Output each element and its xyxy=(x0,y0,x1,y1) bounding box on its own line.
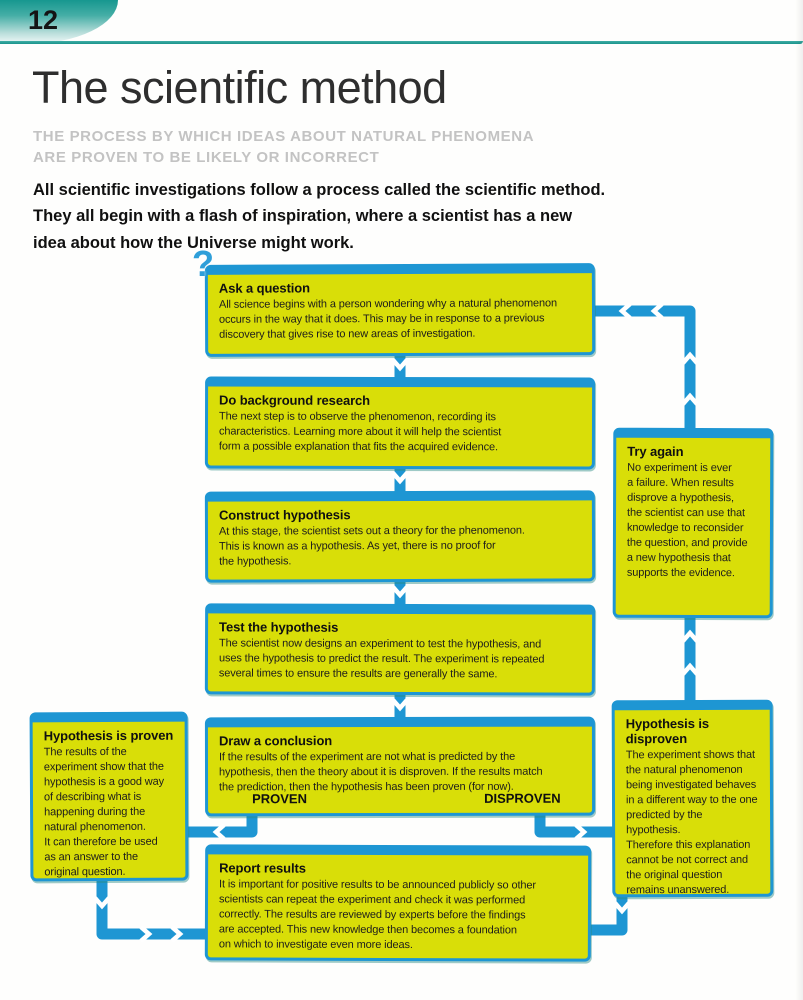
flow-box-hypothesis-is-proven: Hypothesis is proven The results of the … xyxy=(29,711,189,882)
flow-box-body: The scientist now designs an experiment … xyxy=(218,637,545,681)
flow-box-title: Hypothesis is disproven xyxy=(625,715,709,747)
intro-paragraph: All scientific investigations follow a p… xyxy=(33,181,606,252)
flow-box-body: At this stage, the scientist sets out a … xyxy=(218,524,525,568)
flow-box-title: Report results xyxy=(219,860,306,876)
disproven-label: DISPROVEN xyxy=(484,790,561,806)
flow-box-title: Construct hypothesis xyxy=(218,507,351,523)
flow-box-body: All science begins with a person wonderi… xyxy=(218,297,558,341)
flow-box-draw-a-conclusion: Draw a conclusion If the results of the … xyxy=(204,716,596,817)
flow-box-construct-hypothesis: Construct hypothesis At this stage, the … xyxy=(204,490,596,583)
flow-box-title: Do background research xyxy=(219,392,371,408)
proven-label: PROVEN xyxy=(252,791,307,807)
flow-box-test-the-hypothesis: Test the hypothesis The scientist now de… xyxy=(204,603,596,696)
flow-box-title: Hypothesis is proven xyxy=(43,727,174,744)
page-title: The scientific method xyxy=(32,62,447,113)
flow-box-body: The experiment shows that the natural ph… xyxy=(625,748,758,896)
flow-box-do-background-research: Do background research The next step is … xyxy=(204,376,596,470)
flow-box-hypothesis-is-disproven: Hypothesis is disproven The experiment s… xyxy=(611,699,774,898)
flow-box-body: It is important for positive results to … xyxy=(218,878,536,951)
flow-box-body: If the results of the experiment are not… xyxy=(218,750,543,794)
page-edge-shadow xyxy=(795,0,803,1000)
flow-box-title: Draw a conclusion xyxy=(218,733,333,749)
flow-box-body: No experiment is ever a failure. When re… xyxy=(626,461,748,579)
page-number-tab: 12 xyxy=(0,0,118,44)
flow-box-ask-a-question: Ask a question All science begins with a… xyxy=(204,263,596,357)
flow-box-title: Ask a question xyxy=(218,280,311,296)
question-mark-icon: ? xyxy=(192,243,214,284)
page-number: 12 xyxy=(28,5,59,35)
header-rule xyxy=(0,41,803,44)
flow-box-body: The next step is to observe the phenomen… xyxy=(218,410,502,454)
flow-box-title: Test the hypothesis xyxy=(219,619,339,635)
flow-box-title: Try again xyxy=(627,443,684,459)
flow-box-report-results: Report results It is important for posit… xyxy=(204,844,592,962)
page-subtitle: THE PROCESS BY WHICH IDEAS ABOUT NATURAL… xyxy=(33,128,535,167)
flow-box-body: The results of the experiment show that … xyxy=(43,745,164,878)
flow-box-try-again: Try again No experiment is ever a failur… xyxy=(612,427,774,619)
